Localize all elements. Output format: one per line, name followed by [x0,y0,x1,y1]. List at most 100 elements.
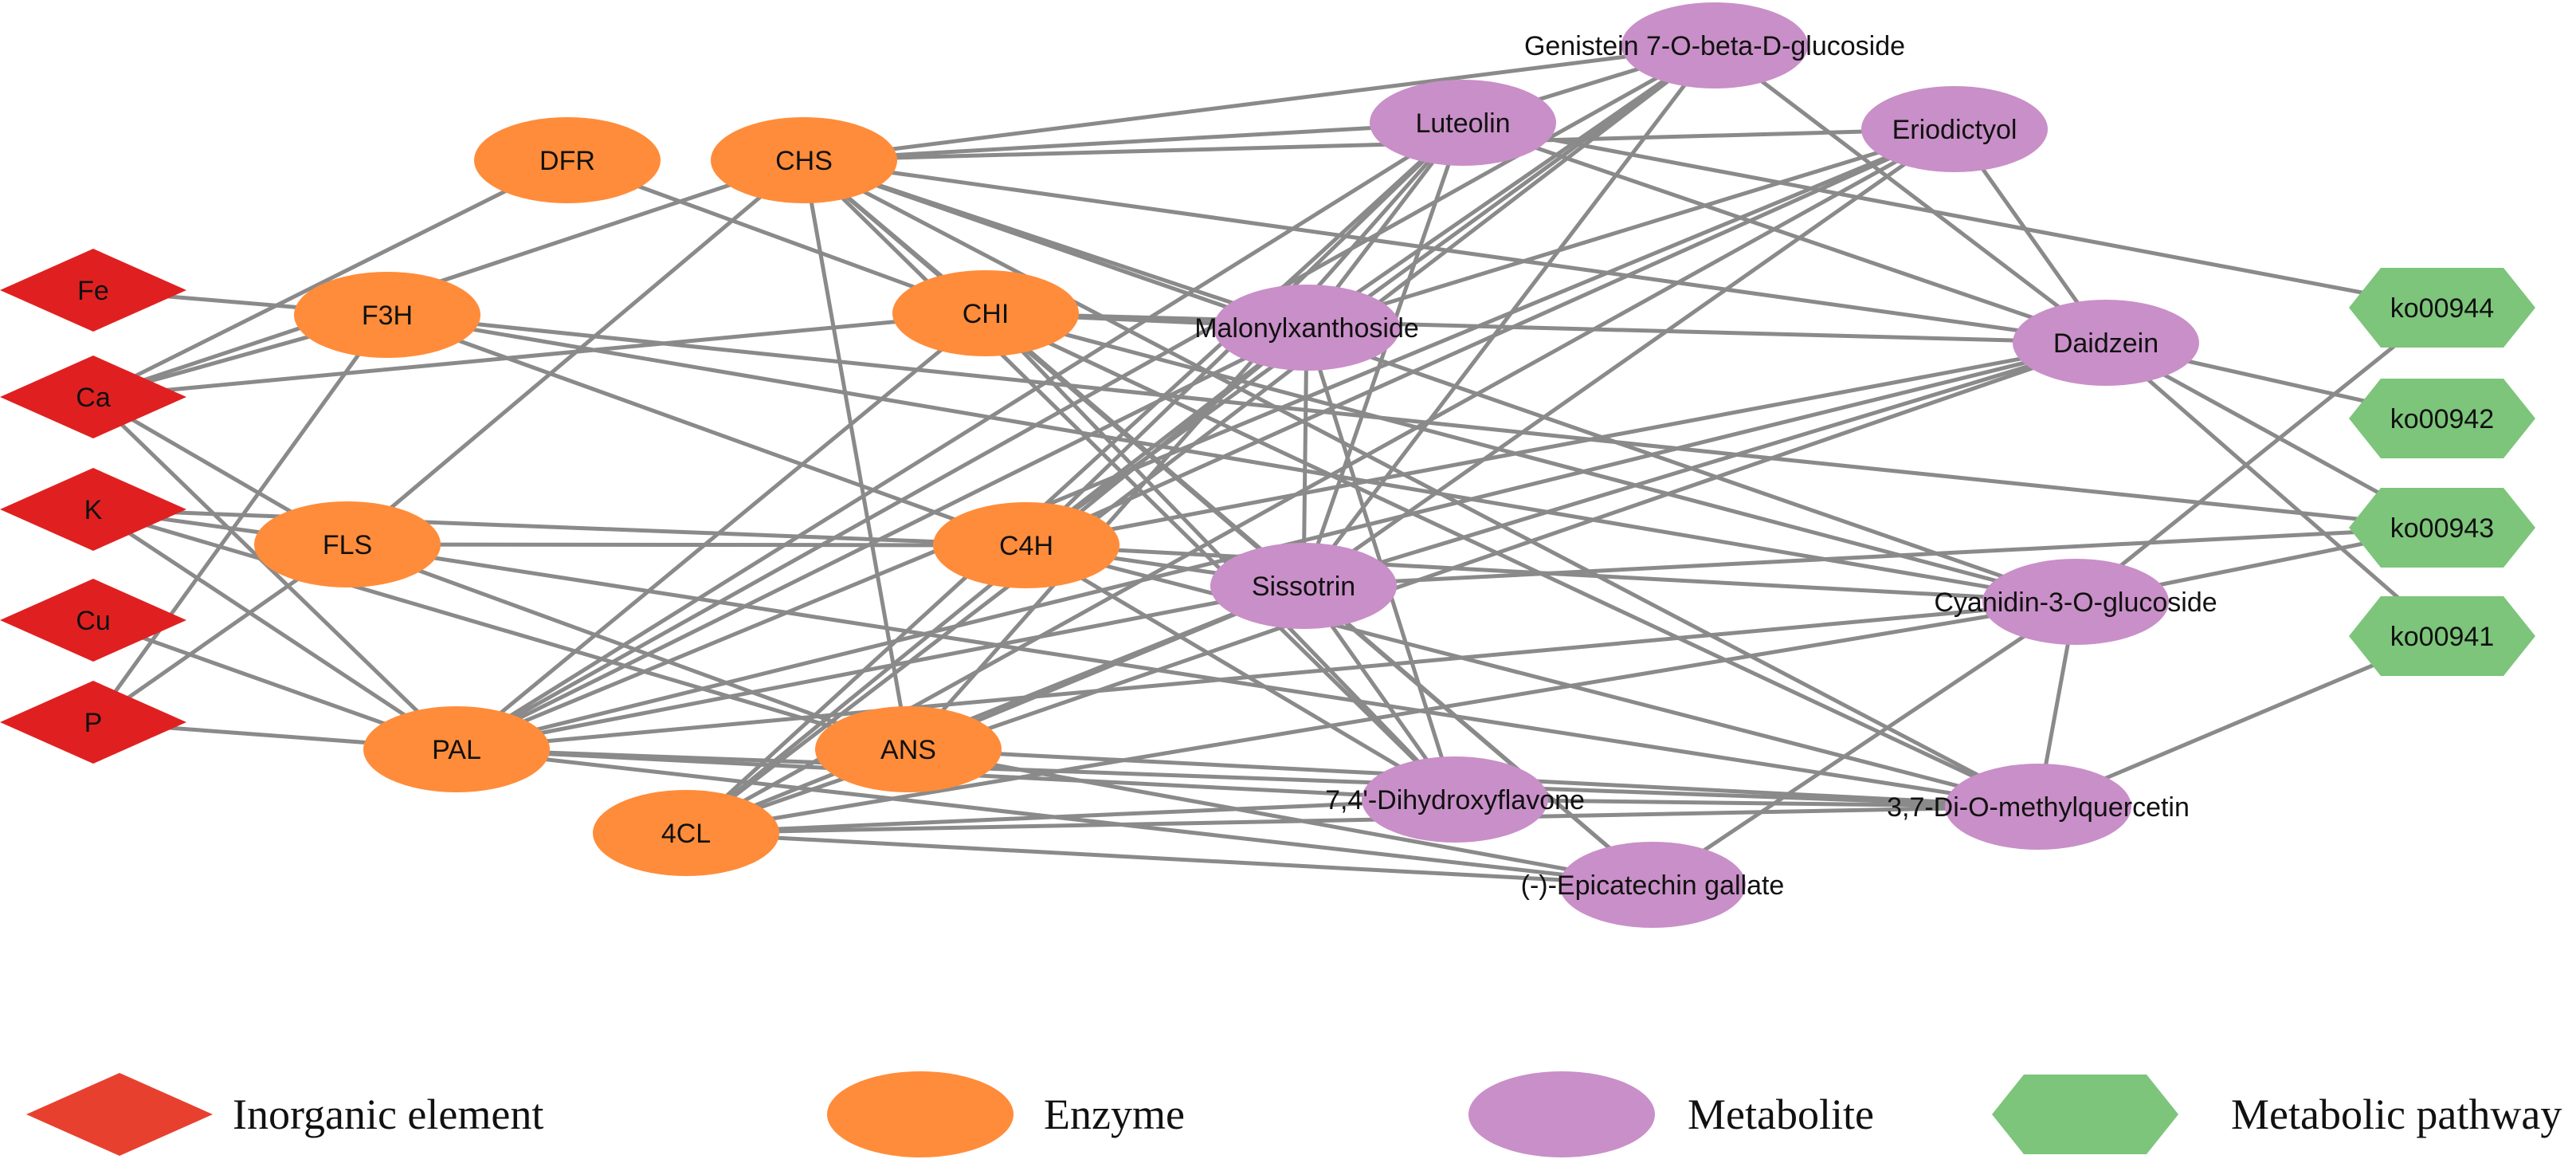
node-label: ko00941 [2390,622,2494,652]
node-ca[interactable]: Ca [0,356,186,438]
node-chi-shape [892,270,1079,356]
edge-f3h-cyanidin [385,312,2078,604]
node-ko00942-shape [2349,379,2535,458]
node-fls[interactable]: FLS [254,501,441,587]
node-ko00944-shape [2349,268,2535,348]
edge-daidzein-ko00941 [2104,340,2445,638]
node-daidzein-shape [2013,300,2199,386]
legend-swatch-pathway [1992,1075,2178,1154]
node-ko00943[interactable]: ko00943 [2349,488,2535,568]
node-ko00944[interactable]: ko00944 [2349,268,2535,348]
node-chi[interactable]: CHI [892,270,1079,356]
legend-item-metabolic-pathway: Metabolic pathway [1992,1075,2562,1154]
node-fe[interactable]: Fe [0,249,186,332]
node-cu[interactable]: Cu [0,579,186,662]
edge-pal-sissotrin [454,583,1306,752]
node-dihydroxyflavone-shape [1362,756,1548,843]
node-cyanidin[interactable]: Cyanidin-3-O-glucoside [1934,559,2217,645]
edge-pal-methylquercetin [454,747,2041,809]
node-pal[interactable]: PAL [363,706,550,792]
node-sissotrin-shape [1210,543,1397,629]
node-f3h[interactable]: F3H [294,272,480,358]
node-4cl-shape [593,790,779,876]
edge-pal-genistein [454,43,1717,752]
edge-chs-eriodictyol [802,127,1957,163]
legend-label: Enzyme [1044,1090,1185,1138]
node-4cl[interactable]: 4CL [593,790,779,876]
legend-item-inorganic-element: Inorganic element [26,1073,543,1156]
node-sissotrin[interactable]: Sissotrin [1210,543,1397,629]
edge-genistein-malonylxanthoside [1304,43,1717,330]
node-label: CHI [963,299,1010,329]
edge-c4h-dihydroxyflavone [1024,543,1457,802]
node-fls-shape [254,501,441,587]
node-chs[interactable]: CHS [711,117,897,203]
node-luteolin[interactable]: Luteolin [1370,80,1556,166]
node-label: FLS [323,530,372,560]
node-p-shape [0,681,186,764]
node-k[interactable]: K [0,468,186,551]
edge-f3h-c4h [385,312,1029,548]
legend-item-enzyme: Enzyme [827,1071,1185,1157]
edge-p-f3h [91,312,390,725]
node-ko00943-shape [2349,488,2535,568]
edge-pal-malonylxanthoside [454,325,1309,752]
node-label: P [84,708,103,738]
node-dfr[interactable]: DFR [474,117,661,203]
node-p[interactable]: P [0,681,186,764]
node-label: K [84,495,103,525]
edge-4cl-genistein [684,43,1717,835]
edge-luteolin-daidzein [1461,120,2108,345]
edge-chs-methylquercetin [802,158,2041,809]
edge-eriodictyol-sissotrin [1301,127,1957,588]
edge-ans-epicatechin [906,747,1655,887]
node-label: Genistein 7-O-beta-D-glucoside [1524,31,1905,61]
edge-eriodictyol-malonylxanthoside [1304,127,1957,330]
edge-k-pal [91,507,459,752]
node-ans[interactable]: ANS [815,706,1002,792]
legend-swatch-inorganic [26,1073,213,1156]
edge-chs-fls [345,158,806,547]
edge-4cl-luteolin [684,120,1465,835]
node-ko00942[interactable]: ko00942 [2349,379,2535,458]
node-label: CHS [775,146,833,176]
node-eriodictyol[interactable]: Eriodictyol [1861,86,2048,172]
edge-chs-luteolin [802,120,1465,163]
node-methylquercetin-shape [1945,764,2131,850]
edge-fls-methylquercetin [345,542,2041,809]
node-label: (-)-Epicatechin gallate [1521,870,1785,901]
node-malonylxanthoside[interactable]: Malonylxanthoside [1194,285,1419,371]
node-label: Fe [77,276,109,306]
node-label: Cyanidin-3-O-glucoside [1934,587,2217,618]
node-f3h-shape [294,272,480,358]
legend-swatch-metabolite [1468,1071,1655,1157]
edge-f3h-ko00943 [385,312,2445,530]
edge-sissotrin-epicatechin [1301,583,1655,887]
node-c4h[interactable]: C4H [933,502,1119,588]
node-c4h-shape [933,502,1119,588]
node-label: ko00942 [2390,404,2494,434]
node-label: Ca [76,383,111,413]
node-daidzein[interactable]: Daidzein [2013,300,2199,386]
node-label: DFR [539,146,595,176]
node-label: ko00944 [2390,293,2494,324]
node-label: Luteolin [1415,108,1510,139]
edge-c4h-methylquercetin [1024,543,2041,809]
node-epicatechin-shape [1559,842,1746,928]
edge-4cl-epicatechin [684,831,1655,887]
edge-pal-eriodictyol [454,127,1957,752]
node-genistein[interactable]: Genistein 7-O-beta-D-glucoside [1524,2,1905,88]
edge-ca-pal [91,395,459,752]
node-epicatechin[interactable]: (-)-Epicatechin gallate [1521,842,1785,928]
edge-chs-genistein [802,43,1717,163]
node-methylquercetin[interactable]: 3,7-Di-O-methylquercetin [1887,764,2190,850]
node-dihydroxyflavone[interactable]: 7,4'-Dihydroxyflavone [1325,756,1585,843]
node-dfr-shape [474,117,661,203]
node-label: PAL [432,735,481,765]
edge-pal-luteolin [454,120,1465,752]
node-label: Eriodictyol [1892,115,2017,145]
legend-item-metabolite: Metabolite [1468,1071,1874,1157]
node-ko00941[interactable]: ko00941 [2349,596,2535,676]
edge-sissotrin-ko00943 [1301,525,2445,588]
